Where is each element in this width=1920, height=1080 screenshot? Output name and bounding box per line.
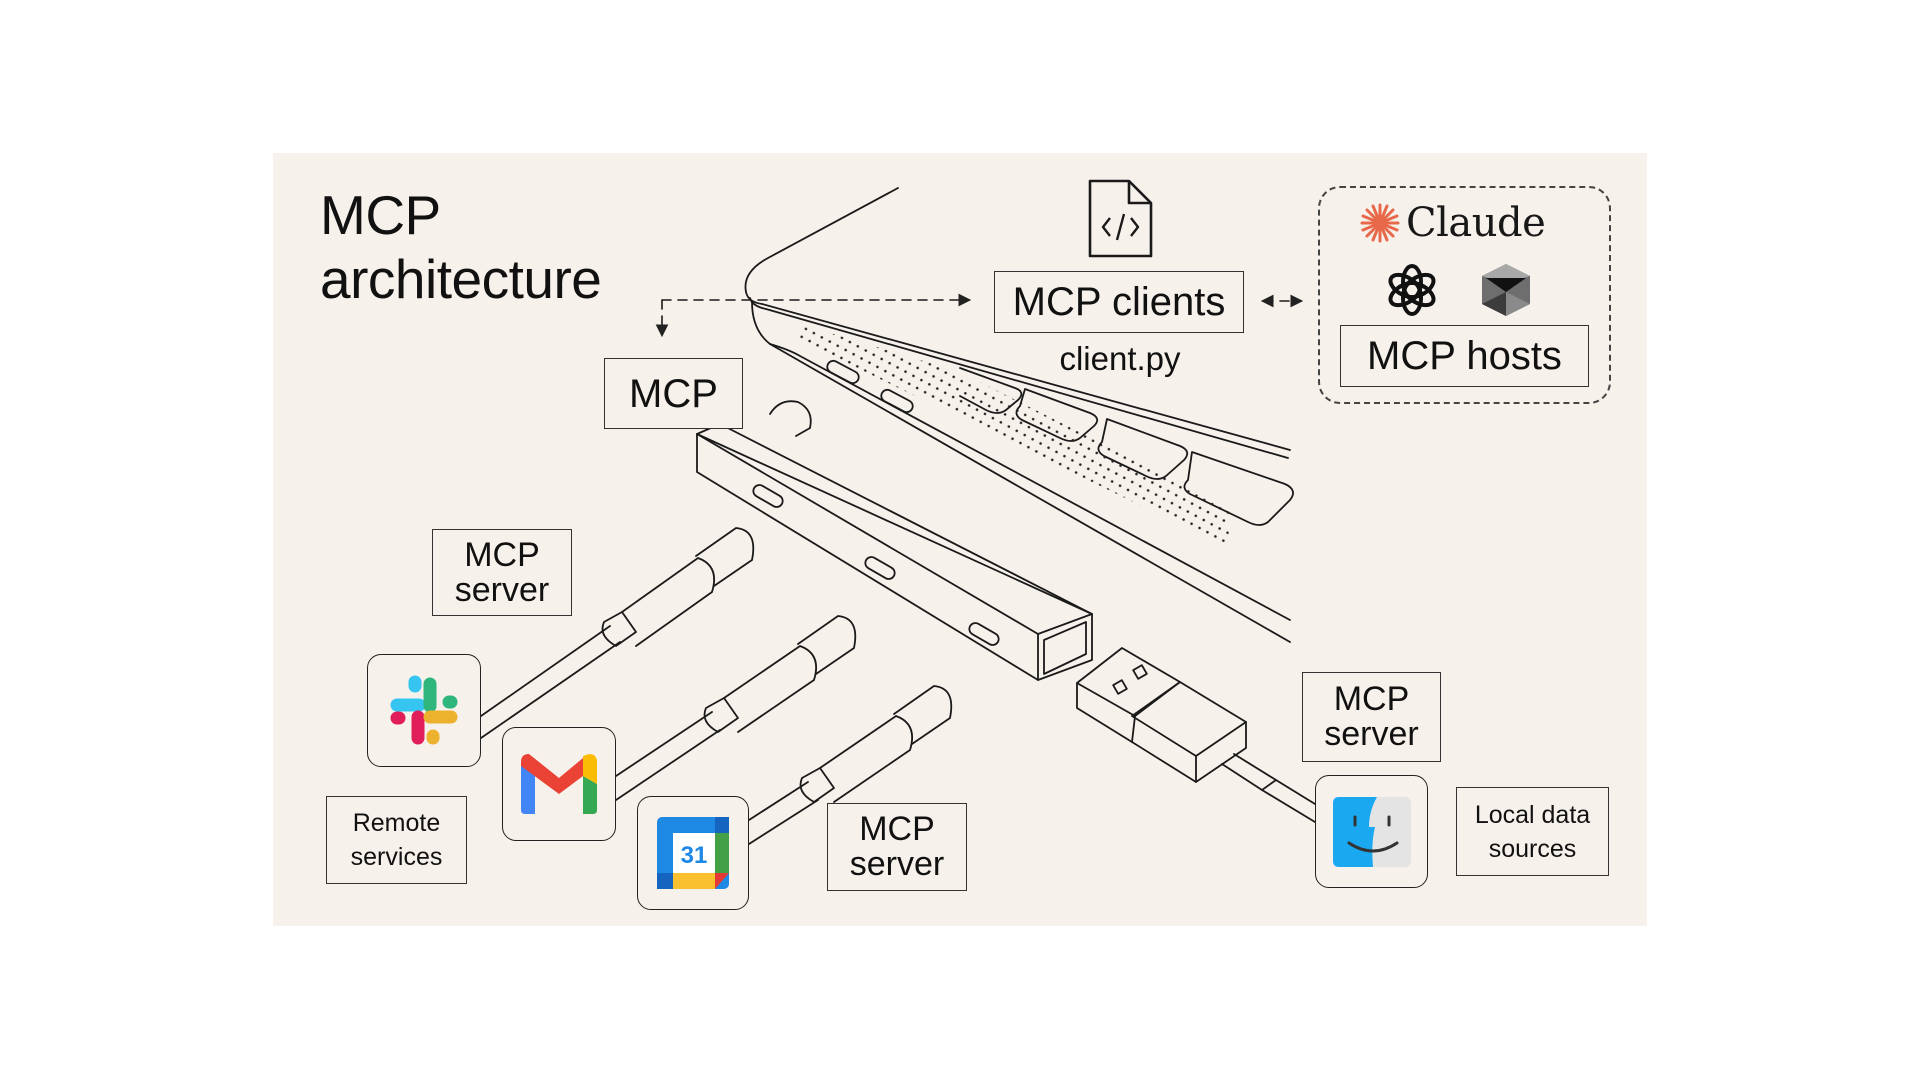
title-line-2: architecture <box>320 248 602 310</box>
code-file-icon <box>1088 179 1153 258</box>
server-line-1: MCP <box>464 535 540 574</box>
remote-services-label: Remote services <box>326 796 467 884</box>
claude-asterisk-icon <box>1360 203 1400 243</box>
hub-port <box>968 622 1000 646</box>
remote-line-2: services <box>350 843 443 871</box>
local-data-sources-label: Local data sources <box>1456 787 1609 876</box>
client-file-caption: client.py <box>1059 340 1181 377</box>
google-calendar-icon: 31 <box>657 817 729 889</box>
usb-hub <box>696 433 1093 681</box>
server-line-2: server <box>454 570 550 609</box>
server-line-2: server <box>849 845 945 883</box>
local-line-2: sources <box>1488 834 1577 863</box>
usb-a-cable-finder <box>1076 647 1316 823</box>
dark-crystal-logo-icon <box>1482 264 1530 316</box>
server-line-2: server <box>1324 715 1419 753</box>
speaker-grille <box>800 324 1230 548</box>
claude-logo: Claude <box>1360 200 1546 246</box>
slack-icon <box>390 675 458 744</box>
hub-port <box>752 484 784 508</box>
slack-tile <box>367 654 481 767</box>
diagram-title: MCP architecture <box>320 183 602 311</box>
usb-c-cable-calendar <box>748 685 953 845</box>
mcp-server-label-remote-upper: MCP server <box>432 529 572 616</box>
mcp-hosts-group <box>1318 186 1611 404</box>
calendar-day: 31 <box>681 842 708 869</box>
claude-wordmark: Claude <box>1406 200 1546 246</box>
gmail-icon <box>521 754 597 814</box>
local-line-1: Local data <box>1474 800 1591 829</box>
mcp-clients-text: MCP clients <box>1012 280 1226 324</box>
mcp-hub-label-text: MCP <box>629 371 718 416</box>
laptop-lid-edge <box>744 187 899 293</box>
mcp-hub-label: MCP <box>604 358 743 429</box>
usb-c-cable-gmail <box>615 615 857 801</box>
remote-line-1: Remote <box>352 809 441 837</box>
mcp-server-label-remote-lower: MCP server <box>827 803 967 891</box>
mcp-clients-label: MCP clients <box>994 271 1244 333</box>
mcp-hosts-label: MCP hosts <box>1340 325 1589 387</box>
server-line-1: MCP <box>1333 680 1410 718</box>
finder-icon <box>1332 796 1411 867</box>
laptop-port <box>826 359 860 385</box>
mcp-hosts-text: MCP hosts <box>1367 334 1562 378</box>
mcp-server-label-local: MCP server <box>1302 672 1441 762</box>
openai-icon <box>1388 264 1436 316</box>
laptop-port <box>880 388 914 414</box>
gmail-tile <box>502 727 616 841</box>
usb-c-cable-slack <box>480 527 755 739</box>
title-line-1: MCP <box>320 184 441 246</box>
google-calendar-tile: 31 <box>637 796 749 910</box>
hub-port <box>864 556 896 580</box>
finder-tile <box>1315 775 1428 888</box>
server-line-1: MCP <box>859 810 935 848</box>
